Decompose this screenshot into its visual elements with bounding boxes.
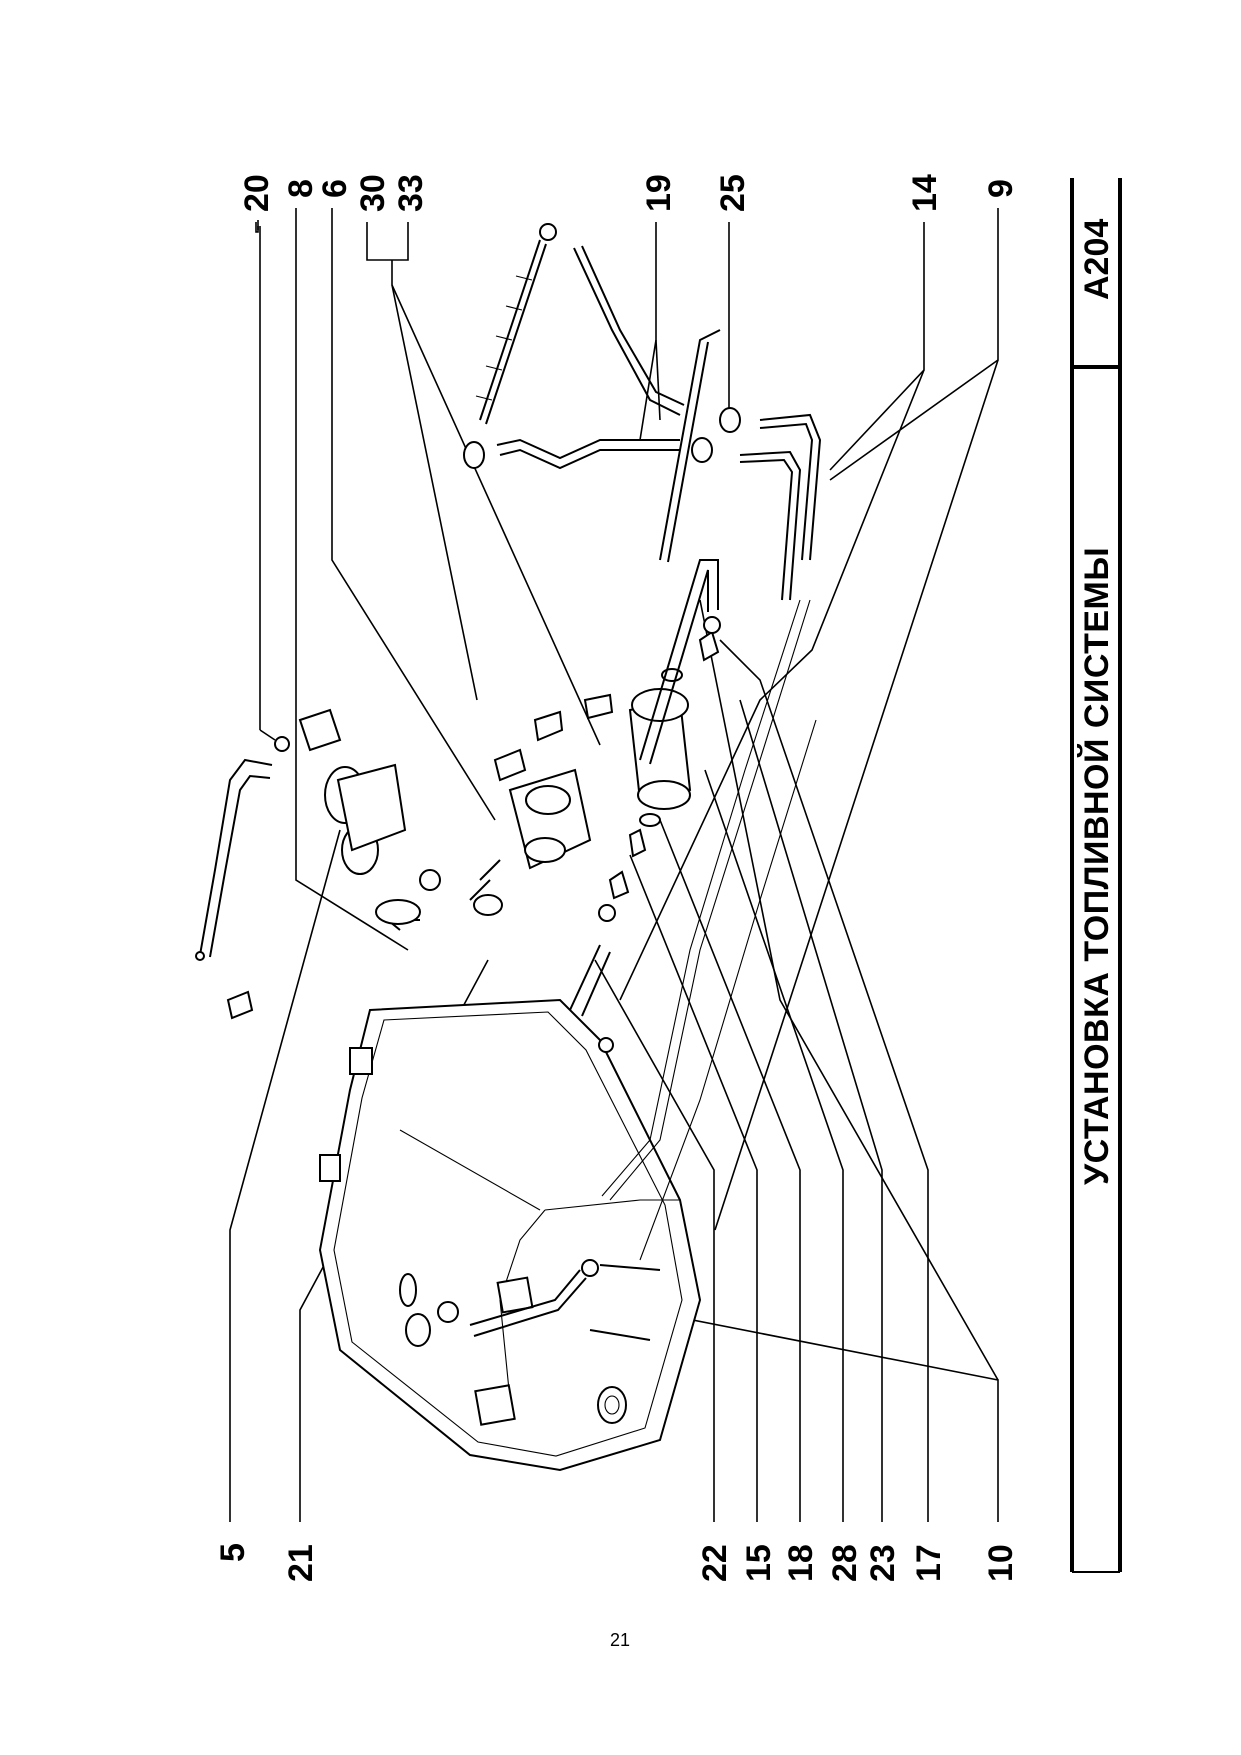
callout-25: 25 xyxy=(714,174,752,212)
callout-22: 22 xyxy=(696,1544,734,1582)
hose-and-filter-assembly xyxy=(195,708,441,1020)
fuel-pump xyxy=(469,693,614,916)
callout-15: 15 xyxy=(740,1544,778,1582)
callout-8: 8 xyxy=(282,179,320,198)
page-number: 21 xyxy=(609,1630,631,1650)
callout-19: 19 xyxy=(640,174,678,212)
diagram-title: УСТАНОВКА ТОПЛИВНОЙ СИСТЕМЫ xyxy=(1077,547,1116,1185)
leader-lines-bottom xyxy=(229,599,999,1522)
callout-9: 9 xyxy=(982,179,1020,198)
callout-6: 6 xyxy=(316,179,354,198)
hose-17 xyxy=(639,559,719,765)
callouts-top: 20 8 6 30 33 19 25 14 9 xyxy=(238,174,1020,212)
fuel-tank xyxy=(318,998,702,1472)
fuel-rail-assembly xyxy=(463,223,822,601)
callout-23: 23 xyxy=(864,1544,902,1582)
callout-17: 17 xyxy=(910,1544,948,1582)
callout-33: 33 xyxy=(392,174,430,212)
title-block xyxy=(1070,178,1122,1573)
callouts-bottom: 5 21 22 15 18 28 23 17 10 xyxy=(214,1543,1020,1582)
callout-18: 18 xyxy=(782,1544,820,1582)
callout-20: 20 xyxy=(238,174,276,212)
fuel-lines xyxy=(601,599,817,1261)
fine-filter xyxy=(569,616,721,1053)
callout-28: 28 xyxy=(826,1544,864,1582)
callout-5: 5 xyxy=(214,1543,252,1562)
callout-10: 10 xyxy=(982,1544,1020,1582)
callout-21: 21 xyxy=(282,1544,320,1582)
callout-14: 14 xyxy=(906,174,944,212)
model-code: А204 xyxy=(1078,219,1116,300)
callout-30: 30 xyxy=(354,174,392,212)
